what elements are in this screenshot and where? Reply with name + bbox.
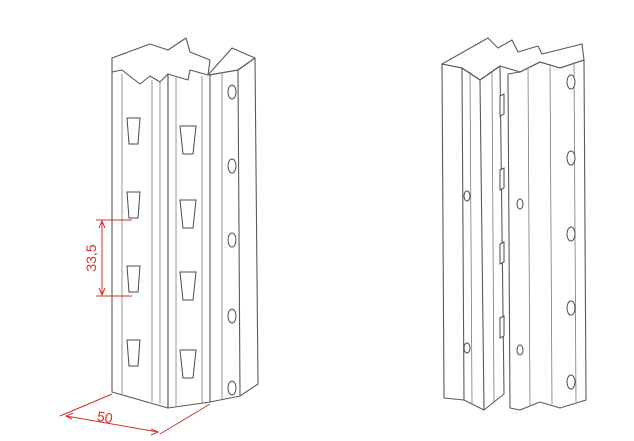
hole [227, 232, 237, 248]
hole [566, 374, 576, 390]
arrow-head [98, 219, 106, 229]
right-ridge-4 [549, 63, 553, 405]
slot [499, 93, 505, 117]
slot [179, 199, 197, 229]
hole [566, 150, 576, 166]
hole [516, 344, 524, 356]
dimension-line [65, 415, 159, 433]
right-upright-center-body [461, 67, 485, 411]
hole [227, 308, 237, 324]
dimension-profile-width: 50 [59, 393, 211, 436]
hole [227, 158, 237, 174]
hole [463, 190, 471, 202]
left-upright-top-profile [111, 37, 211, 85]
right-ridge-1 [469, 71, 473, 405]
left-upright-front-right-face [167, 73, 211, 409]
extension-line [159, 403, 211, 435]
left-upright [111, 37, 259, 409]
profile-width-label: 50 [96, 408, 114, 426]
right-upright [441, 37, 587, 411]
right-ridge-2 [491, 71, 495, 403]
hole [566, 226, 576, 242]
hole [227, 380, 237, 396]
slot [179, 349, 197, 379]
dimension-slot-pitch: 33,5 [83, 219, 132, 297]
slot-pitch-label: 33,5 [83, 244, 99, 271]
hole [227, 84, 237, 100]
arrow-head [150, 428, 160, 436]
slot [126, 265, 141, 293]
arrow-head [64, 412, 74, 420]
extension-line [59, 393, 113, 417]
slot [126, 191, 141, 219]
hole [566, 300, 576, 316]
hole [463, 342, 471, 354]
slot [499, 167, 505, 191]
slot [179, 125, 197, 155]
slot [179, 271, 197, 301]
arrow-head [98, 287, 106, 297]
left-upright-back-flange [237, 57, 259, 397]
right-ridge-3 [527, 67, 531, 407]
slot [126, 339, 141, 367]
left-upright-side-face [209, 69, 241, 403]
right-upright-left-flange [441, 63, 465, 401]
slot [126, 117, 141, 145]
slot [499, 241, 505, 265]
hole [566, 74, 576, 90]
slot [499, 315, 505, 339]
hole [516, 198, 524, 210]
right-upright-front-section [507, 59, 587, 411]
